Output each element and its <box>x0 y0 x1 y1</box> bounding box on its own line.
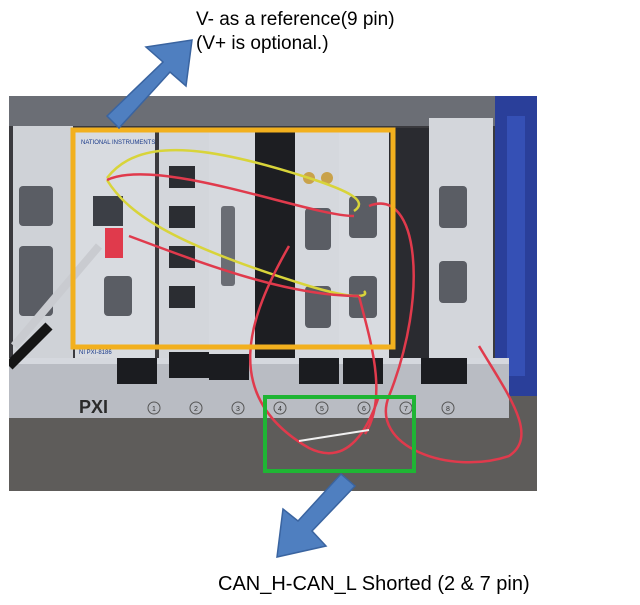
top-caption-line2: (V+ is optional.) <box>196 33 329 54</box>
chassis-label: PXI <box>79 397 108 417</box>
serial-module <box>429 118 493 358</box>
green-highlight-box <box>263 395 416 473</box>
red-wire-1 <box>106 173 355 218</box>
slot-number-badge <box>273 401 287 415</box>
top-caption: V- as a reference(9 pin) (V+ is optional… <box>196 8 395 56</box>
slot-number-badge <box>315 401 329 415</box>
pxi-chassis-illustration: PXI 1 2 3 4 5 6 7 8 NATIONAL INSTRUMENTS NI PXI… <box>9 96 537 491</box>
arrow-up-right-icon <box>105 39 193 130</box>
top-caption-line1: V- as a reference(9 pin) <box>196 9 395 30</box>
slot-number: 2 <box>194 406 198 413</box>
slot-number: 5 <box>320 406 324 413</box>
slot-number: 7 <box>404 406 408 413</box>
slot-number: 1 <box>152 406 156 413</box>
slot-number: 8 <box>446 406 450 413</box>
slot-number: 3 <box>236 406 240 413</box>
slot-number-badge <box>189 401 203 415</box>
slot-number: 4 <box>278 406 282 413</box>
controller-label: NI PXI-8186 <box>79 350 112 356</box>
bottom-caption: CAN_H-CAN_L Shorted (2 & 7 pin) <box>218 573 530 595</box>
yellow-wire <box>106 148 361 213</box>
slot-number-badge <box>231 401 245 415</box>
ethernet-cable <box>10 243 103 349</box>
vendor-label: NATIONAL INSTRUMENTS <box>81 140 155 146</box>
short-wire <box>298 429 370 442</box>
empty-slot <box>255 128 295 358</box>
red-plug <box>105 228 123 258</box>
arrow-down-left-icon <box>276 472 357 558</box>
orange-highlight-box <box>70 127 396 350</box>
slot-number-badge <box>357 401 371 415</box>
slot-number-row: 1 2 3 4 5 6 7 8 <box>147 401 455 415</box>
slot-number-badge <box>441 401 455 415</box>
hardware-photo: PXI 1 2 3 4 5 6 7 8 NATIONAL INSTRUMENTS NI PXI… <box>9 96 537 491</box>
red-wire-2 <box>368 202 523 464</box>
slot-number: 6 <box>362 406 366 413</box>
left-module <box>13 126 73 358</box>
slot-number-badge <box>147 401 161 415</box>
